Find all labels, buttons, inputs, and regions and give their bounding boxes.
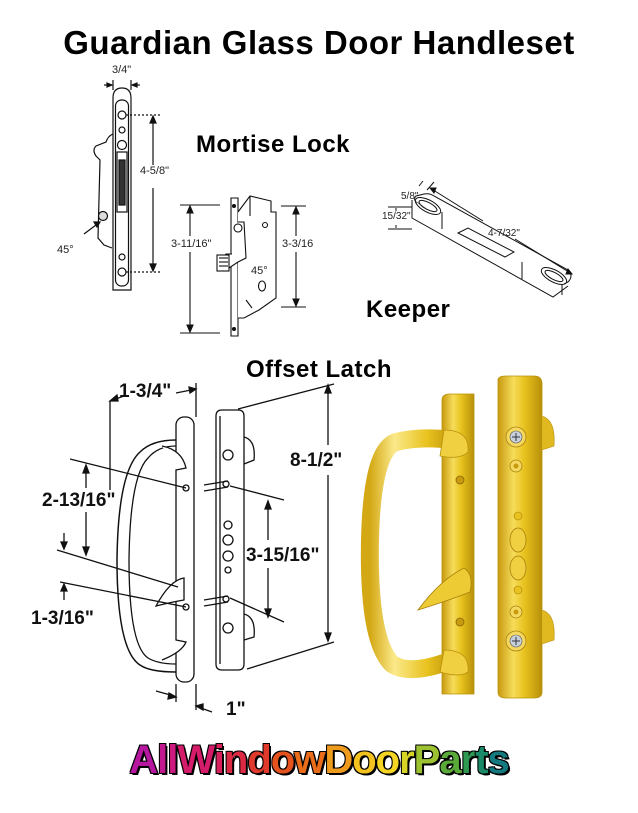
brand-letter: a [439, 738, 461, 782]
dim-handle-offset: 1-3/4" [119, 381, 172, 402]
brand-letter: o [375, 738, 400, 782]
dim-hole-spacing: 3-15/16" [246, 545, 320, 567]
brand-letter: o [270, 738, 295, 782]
label-offset-latch: Offset Latch [246, 356, 393, 383]
brand-letter: w [294, 738, 325, 782]
label-mortise-lock: Mortise Lock [196, 131, 351, 158]
brand-letter: D [324, 738, 353, 782]
brand-letter: r [460, 738, 477, 782]
brand-letter: P [413, 738, 441, 782]
brand-letter: l [167, 738, 178, 782]
dim-faceplate-width: 3/4" [112, 64, 132, 76]
page-title: Guardian Glass Door Handleset [63, 24, 575, 61]
brand-letter: i [213, 738, 225, 782]
brand-logo: AllWindowDoorParts [0, 738, 638, 783]
dim-case-height: 3-3/16 [282, 238, 314, 250]
dim-latch-to-bottom: 1-3/16" [31, 608, 94, 630]
dim-angle-side: 45° [57, 244, 74, 256]
dim-angle-front: 45° [251, 265, 268, 277]
dim-screw-spacing: 4-5/8" [140, 165, 169, 177]
dim-overall-height: 8-1/2" [290, 450, 343, 472]
brand-letter: W [177, 738, 214, 782]
brand-letter: l [157, 738, 168, 782]
dim-plate-thickness: 1" [226, 699, 246, 720]
brand-letter: r [399, 738, 415, 782]
brand-letter: o [352, 738, 376, 782]
dim-keeper-height: 15/32" [382, 211, 411, 222]
dim-keeper-width: 5/8" [401, 191, 419, 202]
brand-letter: t [475, 738, 488, 782]
label-keeper: Keeper [366, 296, 451, 323]
dim-keeper-length: 4-7/32" [488, 228, 520, 239]
dim-body-height: 3-11/16" [171, 238, 212, 250]
brand-letter: A [129, 738, 158, 782]
brand-letter: d [247, 738, 271, 782]
brand-letter: n [223, 738, 248, 782]
dim-top-to-latch: 2-13/16" [42, 490, 116, 512]
brand-letter: s [487, 738, 510, 782]
